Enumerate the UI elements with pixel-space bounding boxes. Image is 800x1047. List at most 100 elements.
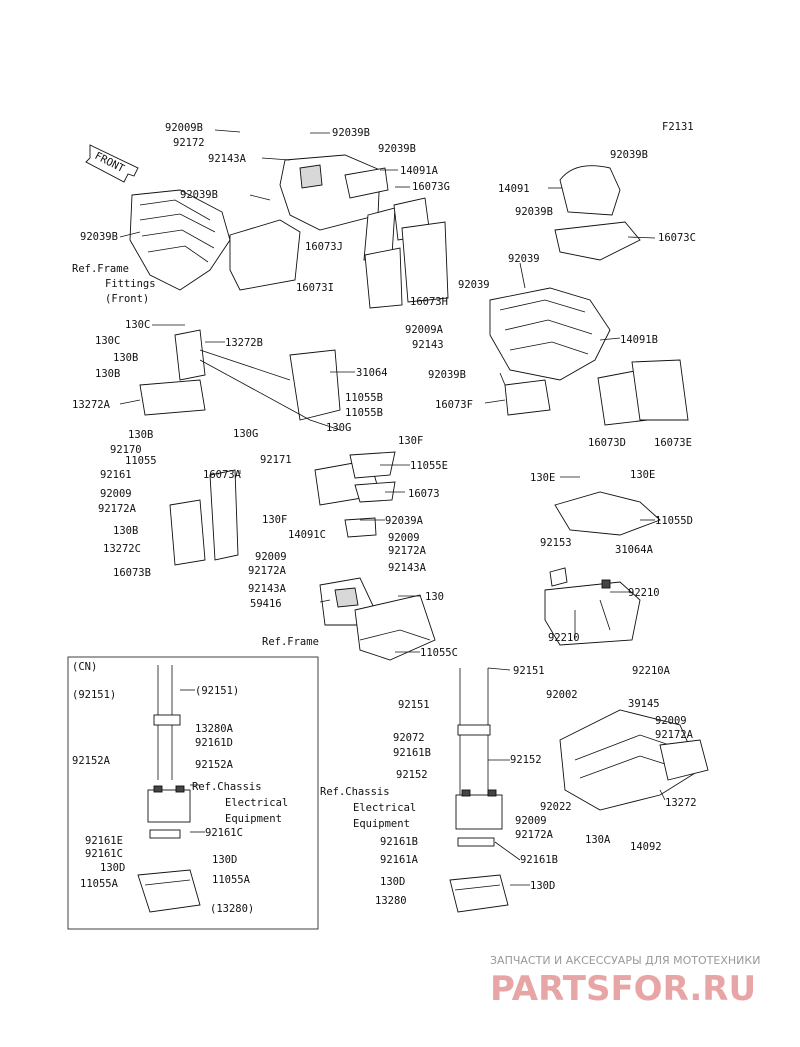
part-label: 92022 [540, 801, 572, 813]
part-label: 92039B [428, 369, 466, 381]
part-label: 130B [128, 429, 153, 441]
bracket-group-right [544, 491, 661, 646]
part-label: 92153 [540, 537, 572, 549]
ref-chassis-cn-2: Electrical [225, 797, 288, 809]
part-label: 92039A [385, 515, 424, 527]
part-label: 16073D [588, 437, 626, 449]
part-label: 92161E [85, 835, 123, 847]
leader-lines [119, 129, 666, 886]
figure-code: F2131 [662, 121, 694, 133]
part-label: 92172A [515, 829, 554, 841]
part-label: 130C [125, 319, 150, 331]
part-label: 16073E [654, 437, 692, 449]
part-label: 92039B [610, 149, 648, 161]
part-label: 92172A [98, 503, 137, 515]
watermark-logo: PARTSFOR.RU [490, 969, 756, 1009]
part-label: 130E [530, 472, 555, 484]
ref-frame-fittings: Ref.Frame [72, 263, 129, 275]
ref-chassis-2: Electrical [353, 802, 416, 814]
part-label: 130E [630, 469, 655, 481]
part-label: 92161B [380, 836, 418, 848]
part-label: 13280A [195, 723, 234, 735]
ref-frame: Ref.Frame [262, 636, 319, 648]
part-label: 92161C [205, 827, 243, 839]
part-label: 130B [95, 368, 120, 380]
part-label: 92143 [412, 339, 444, 351]
part-label: 92152 [396, 769, 428, 781]
part-label: 16073A [203, 469, 242, 481]
part-label: 92039B [80, 231, 118, 243]
part-label: 14091B [620, 334, 658, 346]
part-label: 92009A [405, 324, 444, 336]
part-label: 92210A [632, 665, 671, 677]
part-label: 16073F [435, 399, 473, 411]
part-label: 16073I [296, 282, 334, 294]
part-labels: 92009B 92172 92143A 92039B 92039B 14091A… [72, 122, 697, 915]
part-label: 16073J [305, 241, 343, 253]
part-label: 92151 [513, 665, 545, 677]
part-label: 16073B [113, 567, 151, 579]
part-label: 92152 [510, 754, 542, 766]
part-label: 92143A [248, 583, 287, 595]
part-label: 92039B [180, 189, 218, 201]
part-label: 92009 [100, 488, 132, 500]
part-label: 13272 [665, 797, 697, 809]
part-label: 130F [398, 435, 423, 447]
part-label: 16073 [408, 488, 440, 500]
cn-label: (CN) [72, 661, 97, 673]
part-label: 59416 [250, 598, 282, 610]
part-label: (92151) [195, 685, 239, 697]
part-label: 92172A [388, 545, 427, 557]
part-label: 130D [380, 876, 405, 888]
part-label: 92152A [195, 759, 234, 771]
cn-panel [67, 656, 319, 930]
part-label: 130D [530, 880, 555, 892]
part-label: 92151 [398, 699, 430, 711]
part-label: 92009 [388, 532, 420, 544]
bracket-group-left [139, 329, 396, 566]
part-label: 92009 [255, 551, 287, 563]
part-label: 11055B [345, 392, 383, 404]
part-label: 130A [585, 834, 611, 846]
part-label: 31064 [356, 367, 388, 379]
part-label: 92039 [458, 279, 490, 291]
part-label: 92009B [165, 122, 203, 134]
cn-battery-group [137, 665, 201, 913]
part-label: 11055 [125, 455, 157, 467]
ref-frame-fittings-3: (Front) [105, 293, 149, 305]
part-label: 130D [100, 862, 125, 874]
part-label: 92210 [628, 587, 660, 599]
front-inner-fender-group [129, 154, 449, 309]
watermark-caption: ЗАПЧАСТИ И АКСЕССУАРЫ ДЛЯ МОТОТЕХНИКИ [490, 954, 760, 967]
part-label: 130G [233, 428, 258, 440]
part-label: 130B [113, 352, 138, 364]
part-label: 130C [95, 335, 120, 347]
part-label: 11055A [80, 878, 119, 890]
part-label: 92039 [508, 253, 540, 265]
part-label: 92072 [393, 732, 425, 744]
part-label: 39145 [628, 698, 660, 710]
part-label: 92161 [100, 469, 132, 481]
part-label: 130F [262, 514, 287, 526]
rear-tray-group [559, 709, 709, 811]
part-label: 11055B [345, 407, 383, 419]
part-label: 92039B [332, 127, 370, 139]
ref-chassis-cn-3: Equipment [225, 813, 282, 825]
part-label: 92172A [248, 565, 287, 577]
ref-frame-fittings-2: Fittings [105, 278, 156, 290]
part-label: 92161B [520, 854, 558, 866]
battery-box-frame-group [319, 577, 436, 661]
part-label: 92161B [393, 747, 431, 759]
part-label: (92151) [72, 689, 116, 701]
part-label: 11055E [410, 460, 448, 472]
part-label: 14091C [288, 529, 326, 541]
part-label: 13280 [375, 895, 407, 907]
part-label: 11055A [212, 874, 251, 886]
ref-chassis-cn: Ref.Chassis [192, 781, 262, 793]
part-label: 13272C [103, 543, 141, 555]
part-label: 14091 [498, 183, 530, 195]
part-label: 92143A [388, 562, 427, 574]
part-label: 130B [113, 525, 138, 537]
battery-group [449, 668, 509, 913]
